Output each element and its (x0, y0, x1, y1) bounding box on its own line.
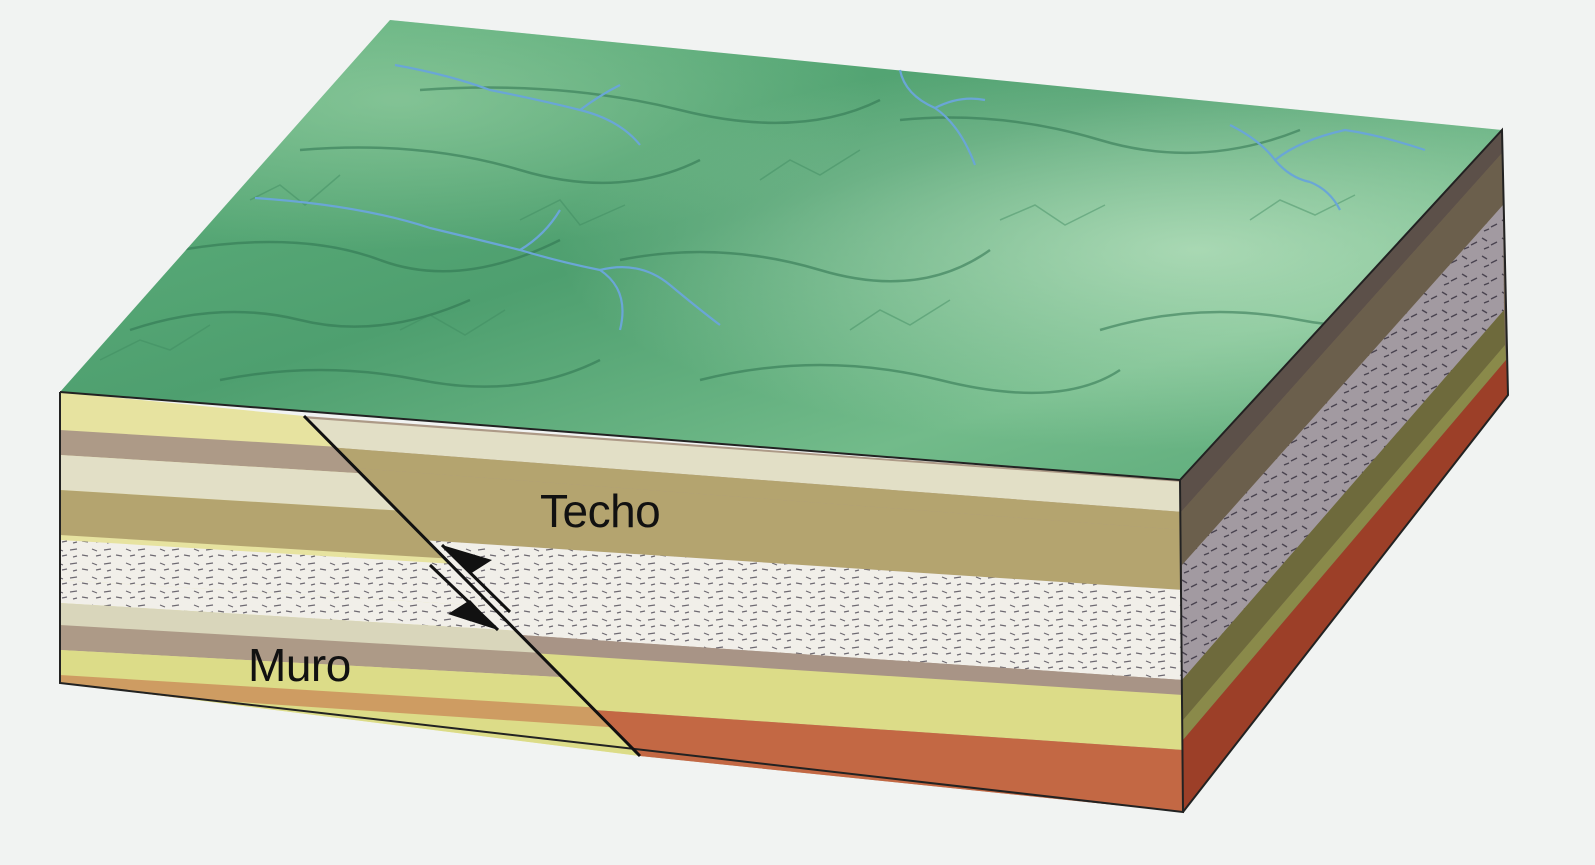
river-lines (254, 63, 1426, 331)
footwall-label: Muro (248, 639, 351, 691)
fault-line (302, 414, 642, 758)
hanging-wall-label: Techo (540, 485, 661, 537)
slip-arrow-up-icon (440, 543, 512, 614)
block-edges (59, 127, 1510, 814)
slip-arrow-down-icon (428, 563, 500, 632)
